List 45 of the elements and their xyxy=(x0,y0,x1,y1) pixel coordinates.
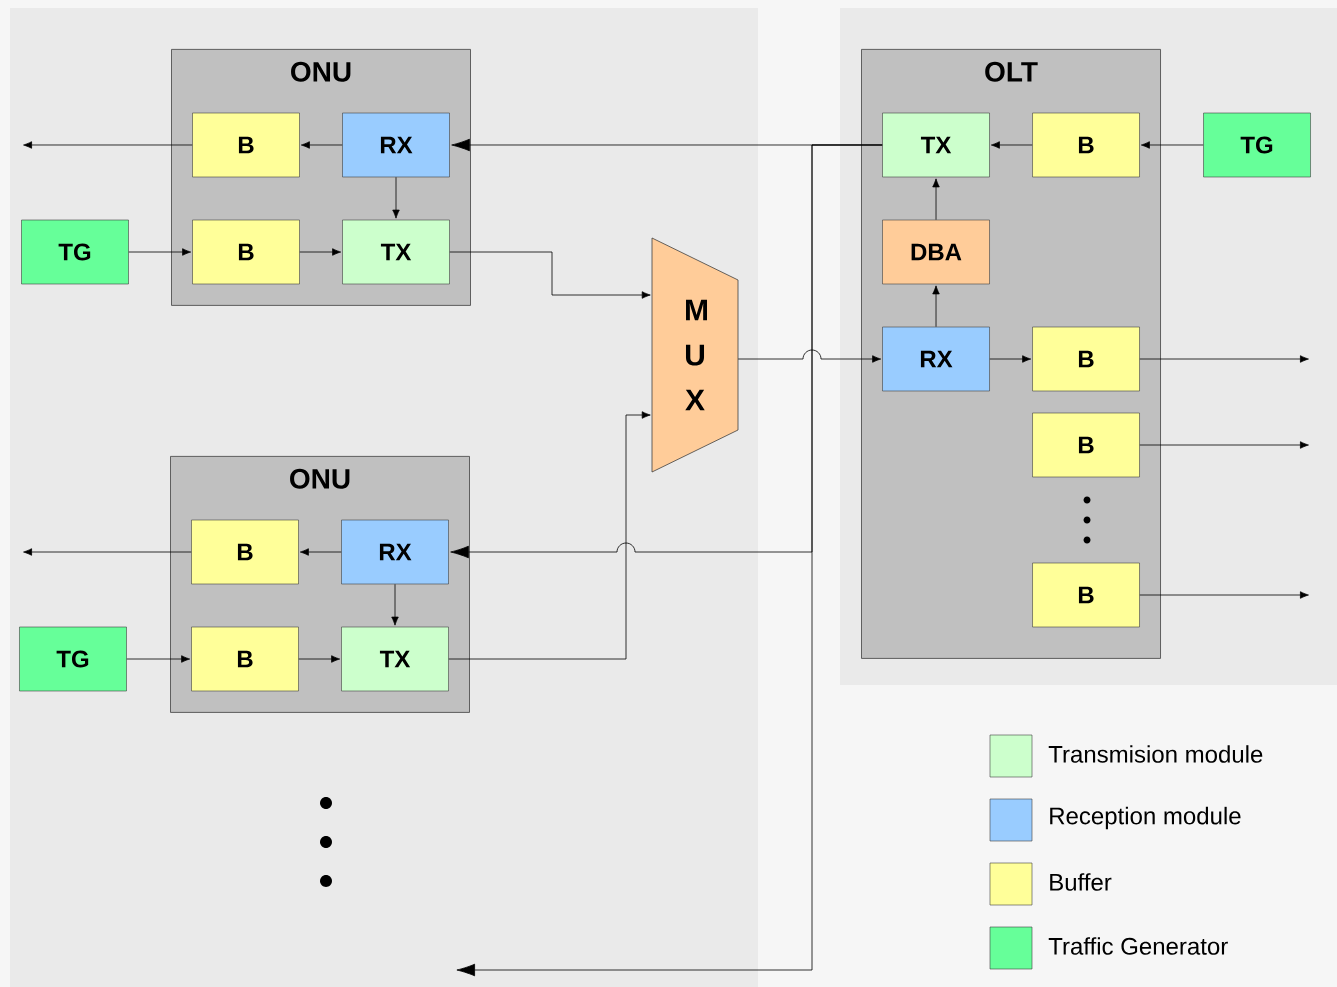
arrow xyxy=(299,548,342,556)
arrow xyxy=(932,178,940,221)
module-box: TX xyxy=(342,219,450,285)
module-box: TG xyxy=(19,626,127,692)
arrow xyxy=(391,583,399,626)
module-box: B xyxy=(1032,112,1140,178)
arrow xyxy=(449,251,651,299)
arrow xyxy=(23,548,192,556)
arrow xyxy=(128,248,192,256)
arrow xyxy=(23,141,193,149)
module-box: B xyxy=(1032,326,1140,392)
module-box: B xyxy=(191,626,299,692)
arrow xyxy=(392,176,400,219)
module-box: RX xyxy=(342,112,450,178)
arrow xyxy=(448,411,651,660)
module-box: DBA xyxy=(882,219,990,285)
arrow xyxy=(299,248,342,256)
module-box: RX xyxy=(882,326,990,392)
arrow xyxy=(932,285,940,328)
legend-label: Buffer xyxy=(1050,873,1112,891)
legend-label: Reception module xyxy=(1050,806,1241,830)
arrow xyxy=(298,655,341,663)
module-box: B xyxy=(191,519,299,585)
module-box: B xyxy=(192,112,300,178)
module-box: RX xyxy=(341,519,449,585)
arrow xyxy=(1139,591,1309,599)
arrow xyxy=(737,349,882,363)
module-box: B xyxy=(1032,412,1140,478)
arrow xyxy=(989,355,1032,363)
arrow xyxy=(1139,441,1309,449)
arrow xyxy=(126,655,191,663)
arrow xyxy=(1139,355,1309,363)
module-box: TG xyxy=(21,219,129,285)
mux-trapezoid: M U X xyxy=(651,237,739,473)
module-box: TG xyxy=(1203,112,1311,178)
arrow xyxy=(990,141,1033,149)
module-box: TX xyxy=(341,626,449,692)
arrow xyxy=(300,141,343,149)
arrow xyxy=(456,144,883,977)
legend-label: Traffic Generator xyxy=(1048,937,1228,955)
legend-label: Transmision module xyxy=(1048,745,1263,763)
module-box: B xyxy=(1032,562,1140,628)
module-box: B xyxy=(192,219,300,285)
module-box: TX xyxy=(882,112,990,178)
arrow xyxy=(1140,141,1204,149)
